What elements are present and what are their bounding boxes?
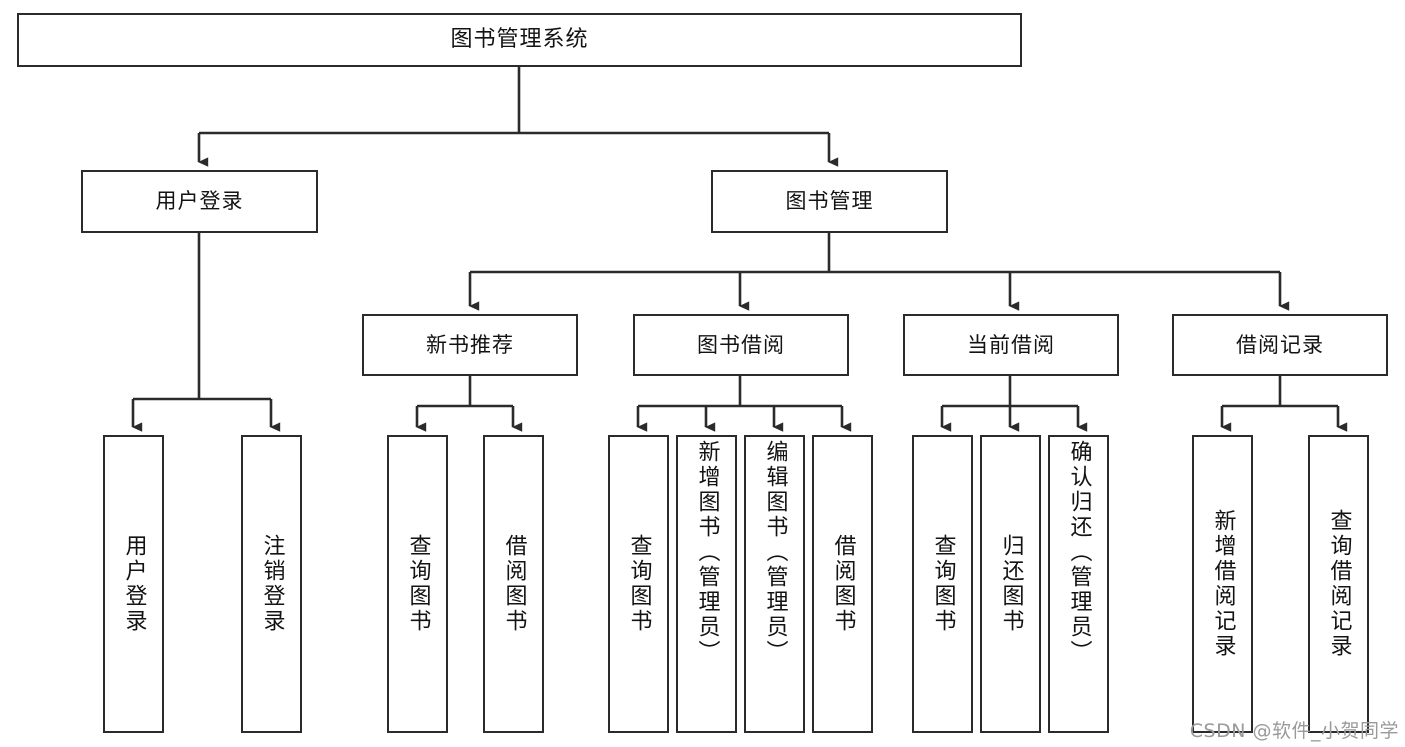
node-label: 借阅图书 [830,534,856,634]
leaf-current-query-book[interactable]: 查询图书 [912,435,973,733]
leaf-borrow-query-book[interactable]: 查询图书 [608,435,669,733]
leaf-borrow-edit-book-admin[interactable]: 编辑图书（管理员） [744,435,805,733]
node-book-borrow[interactable]: 图书借阅 [633,314,849,376]
node-label: 当前借阅 [967,332,1055,357]
leaf-recommend-borrow-book[interactable]: 借阅图书 [483,435,544,733]
node-label: 查询图书 [930,534,956,634]
leaf-recommend-query-book[interactable]: 查询图书 [387,435,448,733]
node-label: 归还图书 [998,534,1024,634]
node-label: 注销登录 [259,534,285,634]
node-label: 用户登录 [121,534,147,634]
leaf-record-add-record[interactable]: 新增借阅记录 [1192,435,1253,733]
node-user-login[interactable]: 用户登录 [81,170,318,233]
node-label: 借阅图书 [501,534,527,634]
leaf-record-query-record[interactable]: 查询借阅记录 [1308,435,1369,733]
node-new-book-recommend[interactable]: 新书推荐 [362,314,578,376]
node-label: 新书推荐 [426,332,514,357]
node-book-management[interactable]: 图书管理 [711,170,948,233]
node-label: 查询借阅记录 [1326,509,1352,659]
node-label: 图书管理系统 [450,27,589,53]
node-label: 查询图书 [405,534,431,634]
leaf-current-confirm-return-admin[interactable]: 确认归还（管理员） [1048,435,1109,733]
node-label: 借阅记录 [1236,332,1324,357]
node-label: 编辑图书（管理员） [762,440,788,665]
leaf-user-login-logout[interactable]: 注销登录 [241,435,302,733]
watermark-text: CSDN @软件_小贺同学 [1189,720,1399,742]
leaf-borrow-borrow-book[interactable]: 借阅图书 [812,435,873,733]
node-root-system[interactable]: 图书管理系统 [17,13,1022,67]
node-current-borrow[interactable]: 当前借阅 [903,314,1119,376]
node-label: 用户登录 [155,189,244,214]
node-label: 确认归还（管理员） [1066,440,1092,665]
node-borrow-record[interactable]: 借阅记录 [1172,314,1388,376]
node-label: 图书管理 [785,189,874,214]
node-label: 新增图书（管理员） [694,440,720,665]
node-label: 查询图书 [626,534,652,634]
node-label: 图书借阅 [697,332,785,357]
node-label: 新增借阅记录 [1210,509,1236,659]
leaf-borrow-add-book-admin[interactable]: 新增图书（管理员） [676,435,737,733]
leaf-current-return-book[interactable]: 归还图书 [980,435,1041,733]
leaf-user-login-login[interactable]: 用户登录 [103,435,164,733]
